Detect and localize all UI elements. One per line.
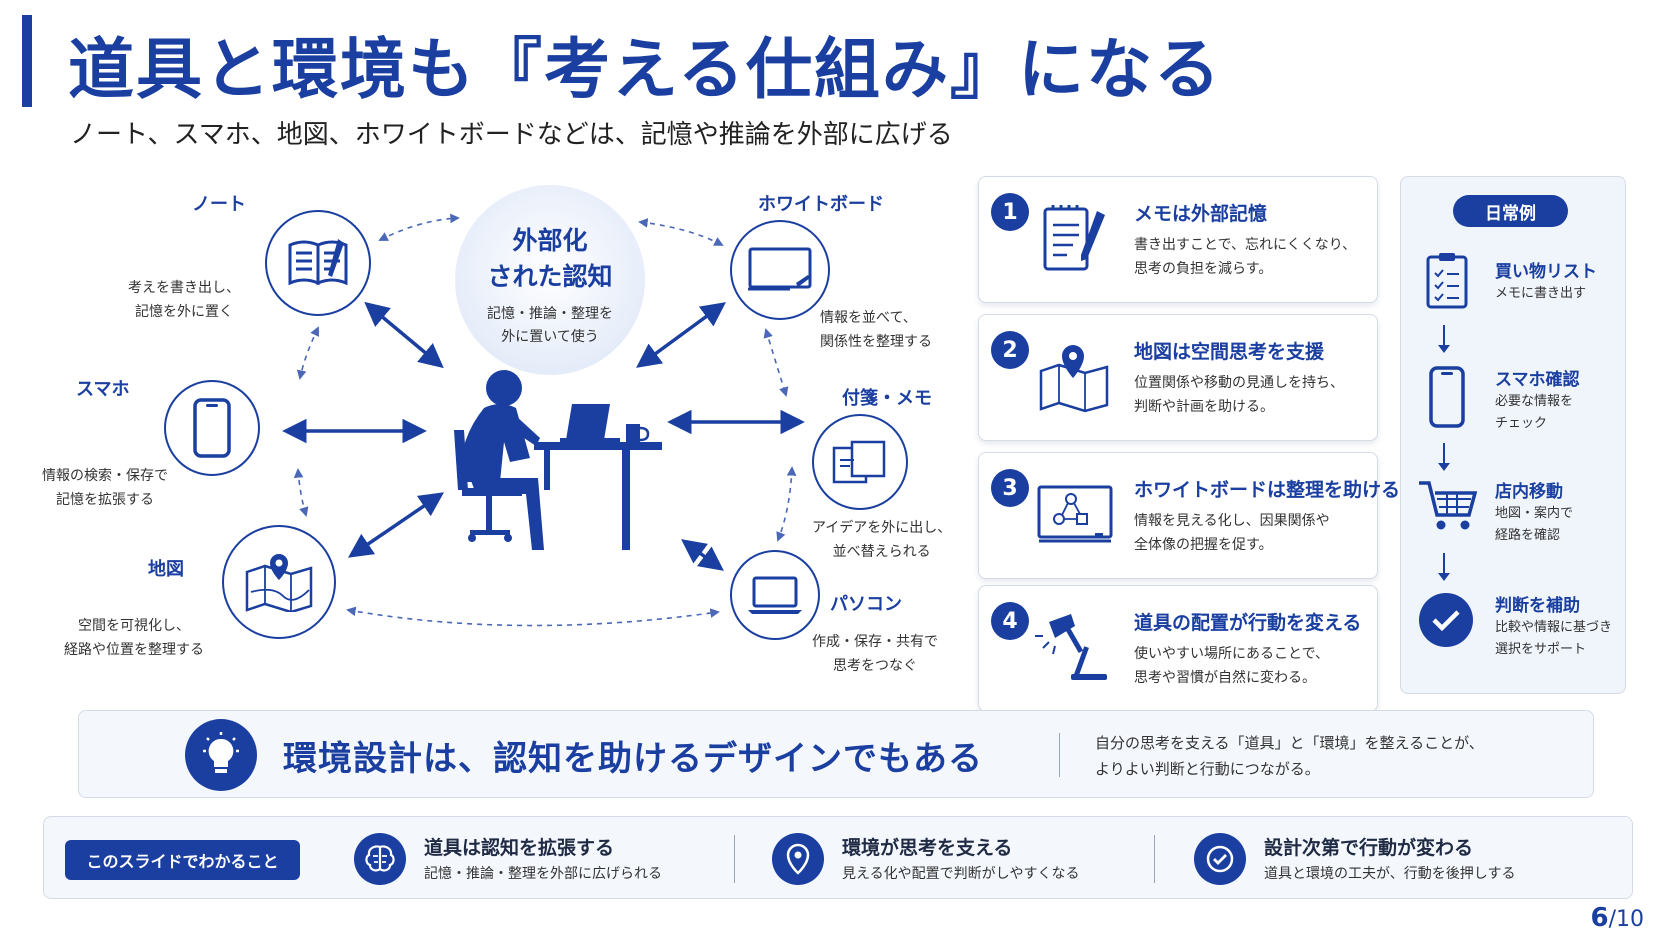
takeaway-title: 道具は認知を拡張する: [424, 837, 615, 859]
phone-icon: [1429, 366, 1465, 428]
node-desc-smartphone: 情報の検索・保存で 記憶を拡張する: [42, 468, 168, 508]
divider: [734, 835, 735, 883]
notepad-pen-icon: [1043, 205, 1105, 271]
page-number: 6/10: [1591, 903, 1645, 933]
node-whiteboard: [730, 220, 830, 320]
takeaway-title: 設計次第で行動が変わる: [1264, 837, 1474, 859]
daily-flow-arrow: [1438, 443, 1450, 471]
open-book-icon: [288, 239, 348, 286]
card-title: メモは外部記憶: [1134, 203, 1268, 225]
key-message-detail: 自分の思考を支える「道具」と「環境」を整えることが、 よりよい判断と行動につなが…: [1095, 734, 1484, 778]
daily-item-title: 買い物リスト: [1495, 262, 1597, 282]
brain-icon: [354, 833, 406, 885]
cart-icon: [1419, 481, 1477, 530]
node-desc-note: 考えを書き出し、 記憶を外に置く: [128, 280, 240, 320]
daily-flow-arrow: [1438, 325, 1450, 353]
card-description: 使いやすい場所にあることで、 思考や習慣が自然に変わる。: [1134, 646, 1330, 686]
map-pin-icon: [1039, 345, 1109, 413]
daily-flow-arrow: [1438, 553, 1450, 581]
takeaway-desc: 道具と環境の工夫が、行動を後押しする: [1264, 866, 1516, 882]
node-label-map: 地図: [148, 559, 184, 580]
node-desc-whiteboard: 情報を並べて、 関係性を整理する: [820, 310, 932, 350]
lightbulb-icon: [185, 719, 257, 791]
card-title: 地図は空間思考を支援: [1134, 341, 1325, 363]
divider: [1059, 733, 1060, 777]
card-title: ホワイトボードは整理を助ける: [1134, 479, 1401, 501]
page-subtitle: ノート、スマホ、地図、ホワイトボードなどは、記憶や推論を外部に広げる: [70, 120, 953, 150]
node-label-note: ノート: [192, 194, 246, 215]
node-sticky: [812, 414, 908, 510]
card-4: 4 道具の配置が行動を変える 使いやすい場所にあることで、 思考や習慣が自然に変…: [978, 585, 1378, 712]
center-concept: 外部化 された認知 記憶・推論・整理を 外に置いて使う: [455, 185, 645, 375]
node-smartphone: [164, 380, 260, 476]
takeaways-bar: このスライドでわかること 道具は認知を拡張する 記憶・推論・整理を外部に広げられ…: [43, 816, 1633, 899]
location-pin-icon: [772, 833, 824, 885]
center-title: 外部化 された認知: [487, 226, 613, 291]
card-description: 情報を見える化し、因果関係や 全体像の把握を促す。: [1134, 513, 1330, 553]
daily-item-desc: メモに書き出す: [1495, 286, 1587, 301]
node-label-pc: パソコン: [830, 594, 902, 615]
node-desc-pc: 作成・保存・共有で 思考をつなぐ: [812, 634, 938, 674]
daily-item-desc: 比較や情報に基づき 選択をサポート: [1495, 620, 1613, 657]
node-desc-map: 空間を可視化し、 経路や位置を整理する: [64, 618, 204, 658]
node-label-sticky: 付箋・メモ: [842, 388, 932, 409]
page-current: 6: [1590, 903, 1609, 933]
smartphone-icon: [193, 398, 231, 458]
daily-item-desc: 必要な情報を チェック: [1495, 394, 1574, 431]
card-number: 4: [991, 602, 1029, 640]
card-description: 位置関係や移動の見通しを持ち、 判断や計画を助ける。: [1134, 375, 1344, 415]
check-badge-icon: [1194, 833, 1246, 885]
node-desc-sticky: アイデアを外に出し、 並べ替えられる: [812, 520, 952, 560]
takeaway-desc: 記憶・推論・整理を外部に広げられる: [424, 866, 662, 882]
card-number: 3: [991, 469, 1029, 507]
card-2: 2 地図は空間思考を支援 位置関係や移動の見通しを持ち、 判断や計画を助ける。: [978, 314, 1378, 441]
desk-lamp-icon: [1035, 614, 1107, 680]
card-1: 1 メモは外部記憶 書き出すことで、忘れにくくなり、 思考の負担を減らす。: [978, 176, 1378, 303]
card-number: 1: [991, 193, 1029, 231]
key-message-banner: 環境設計は、認知を助けるデザインでもある 自分の思考を支える「道具」と「環境」を…: [78, 710, 1594, 798]
takeaway-title: 環境が思考を支える: [842, 837, 1013, 859]
title-accent-bar: [22, 15, 32, 107]
clipboard-icon: [1426, 253, 1468, 309]
card-title: 道具の配置が行動を変える: [1134, 612, 1362, 634]
daily-item-title: 店内移動: [1495, 482, 1563, 502]
map-icon: [245, 554, 313, 612]
person-at-laptop-icon: [454, 370, 662, 550]
daily-examples-tag: 日常例: [1453, 195, 1568, 227]
check-circle-icon: [1419, 593, 1473, 647]
page-total: /10: [1608, 907, 1644, 932]
card-3: 3 ホワイトボードは整理を助ける 情報を見える化し、因果関係や 全体像の把握を促…: [978, 452, 1400, 579]
diagram-board-icon: [1037, 485, 1113, 543]
node-pc: [730, 550, 820, 640]
card-number: 2: [991, 331, 1029, 369]
whiteboard-icon: [748, 247, 812, 291]
card-description: 書き出すことで、忘れにくくなり、 思考の負担を減らす。: [1134, 237, 1357, 277]
sticky-notes-icon: [832, 440, 886, 484]
takeaways-tag: このスライドでわかること: [65, 840, 300, 880]
node-map: [222, 525, 336, 639]
center-description: 記憶・推論・整理を 外に置いて使う: [487, 306, 613, 345]
node-note: [265, 210, 371, 316]
key-message: 環境設計は、認知を助けるデザインでもある: [283, 739, 983, 779]
daily-item-title: 判断を補助: [1495, 596, 1580, 616]
page-title: 道具と環境も『考える仕組み』になる: [68, 31, 1223, 108]
node-label-smartphone: スマホ: [76, 379, 130, 400]
daily-examples-panel: 日常例 買い物リスト メモに書き出す スマホ確認 必要な情報を チェック 店内移…: [1400, 176, 1626, 694]
daily-item-title: スマホ確認: [1495, 370, 1580, 390]
divider: [1154, 835, 1155, 883]
laptop-icon: [748, 576, 802, 614]
diagram-connectors: [282, 213, 805, 627]
takeaway-desc: 見える化や配置で判断がしやすくなる: [842, 866, 1080, 882]
node-label-whiteboard: ホワイトボード: [758, 194, 884, 215]
daily-item-desc: 地図・案内で 経路を確認: [1495, 506, 1574, 543]
